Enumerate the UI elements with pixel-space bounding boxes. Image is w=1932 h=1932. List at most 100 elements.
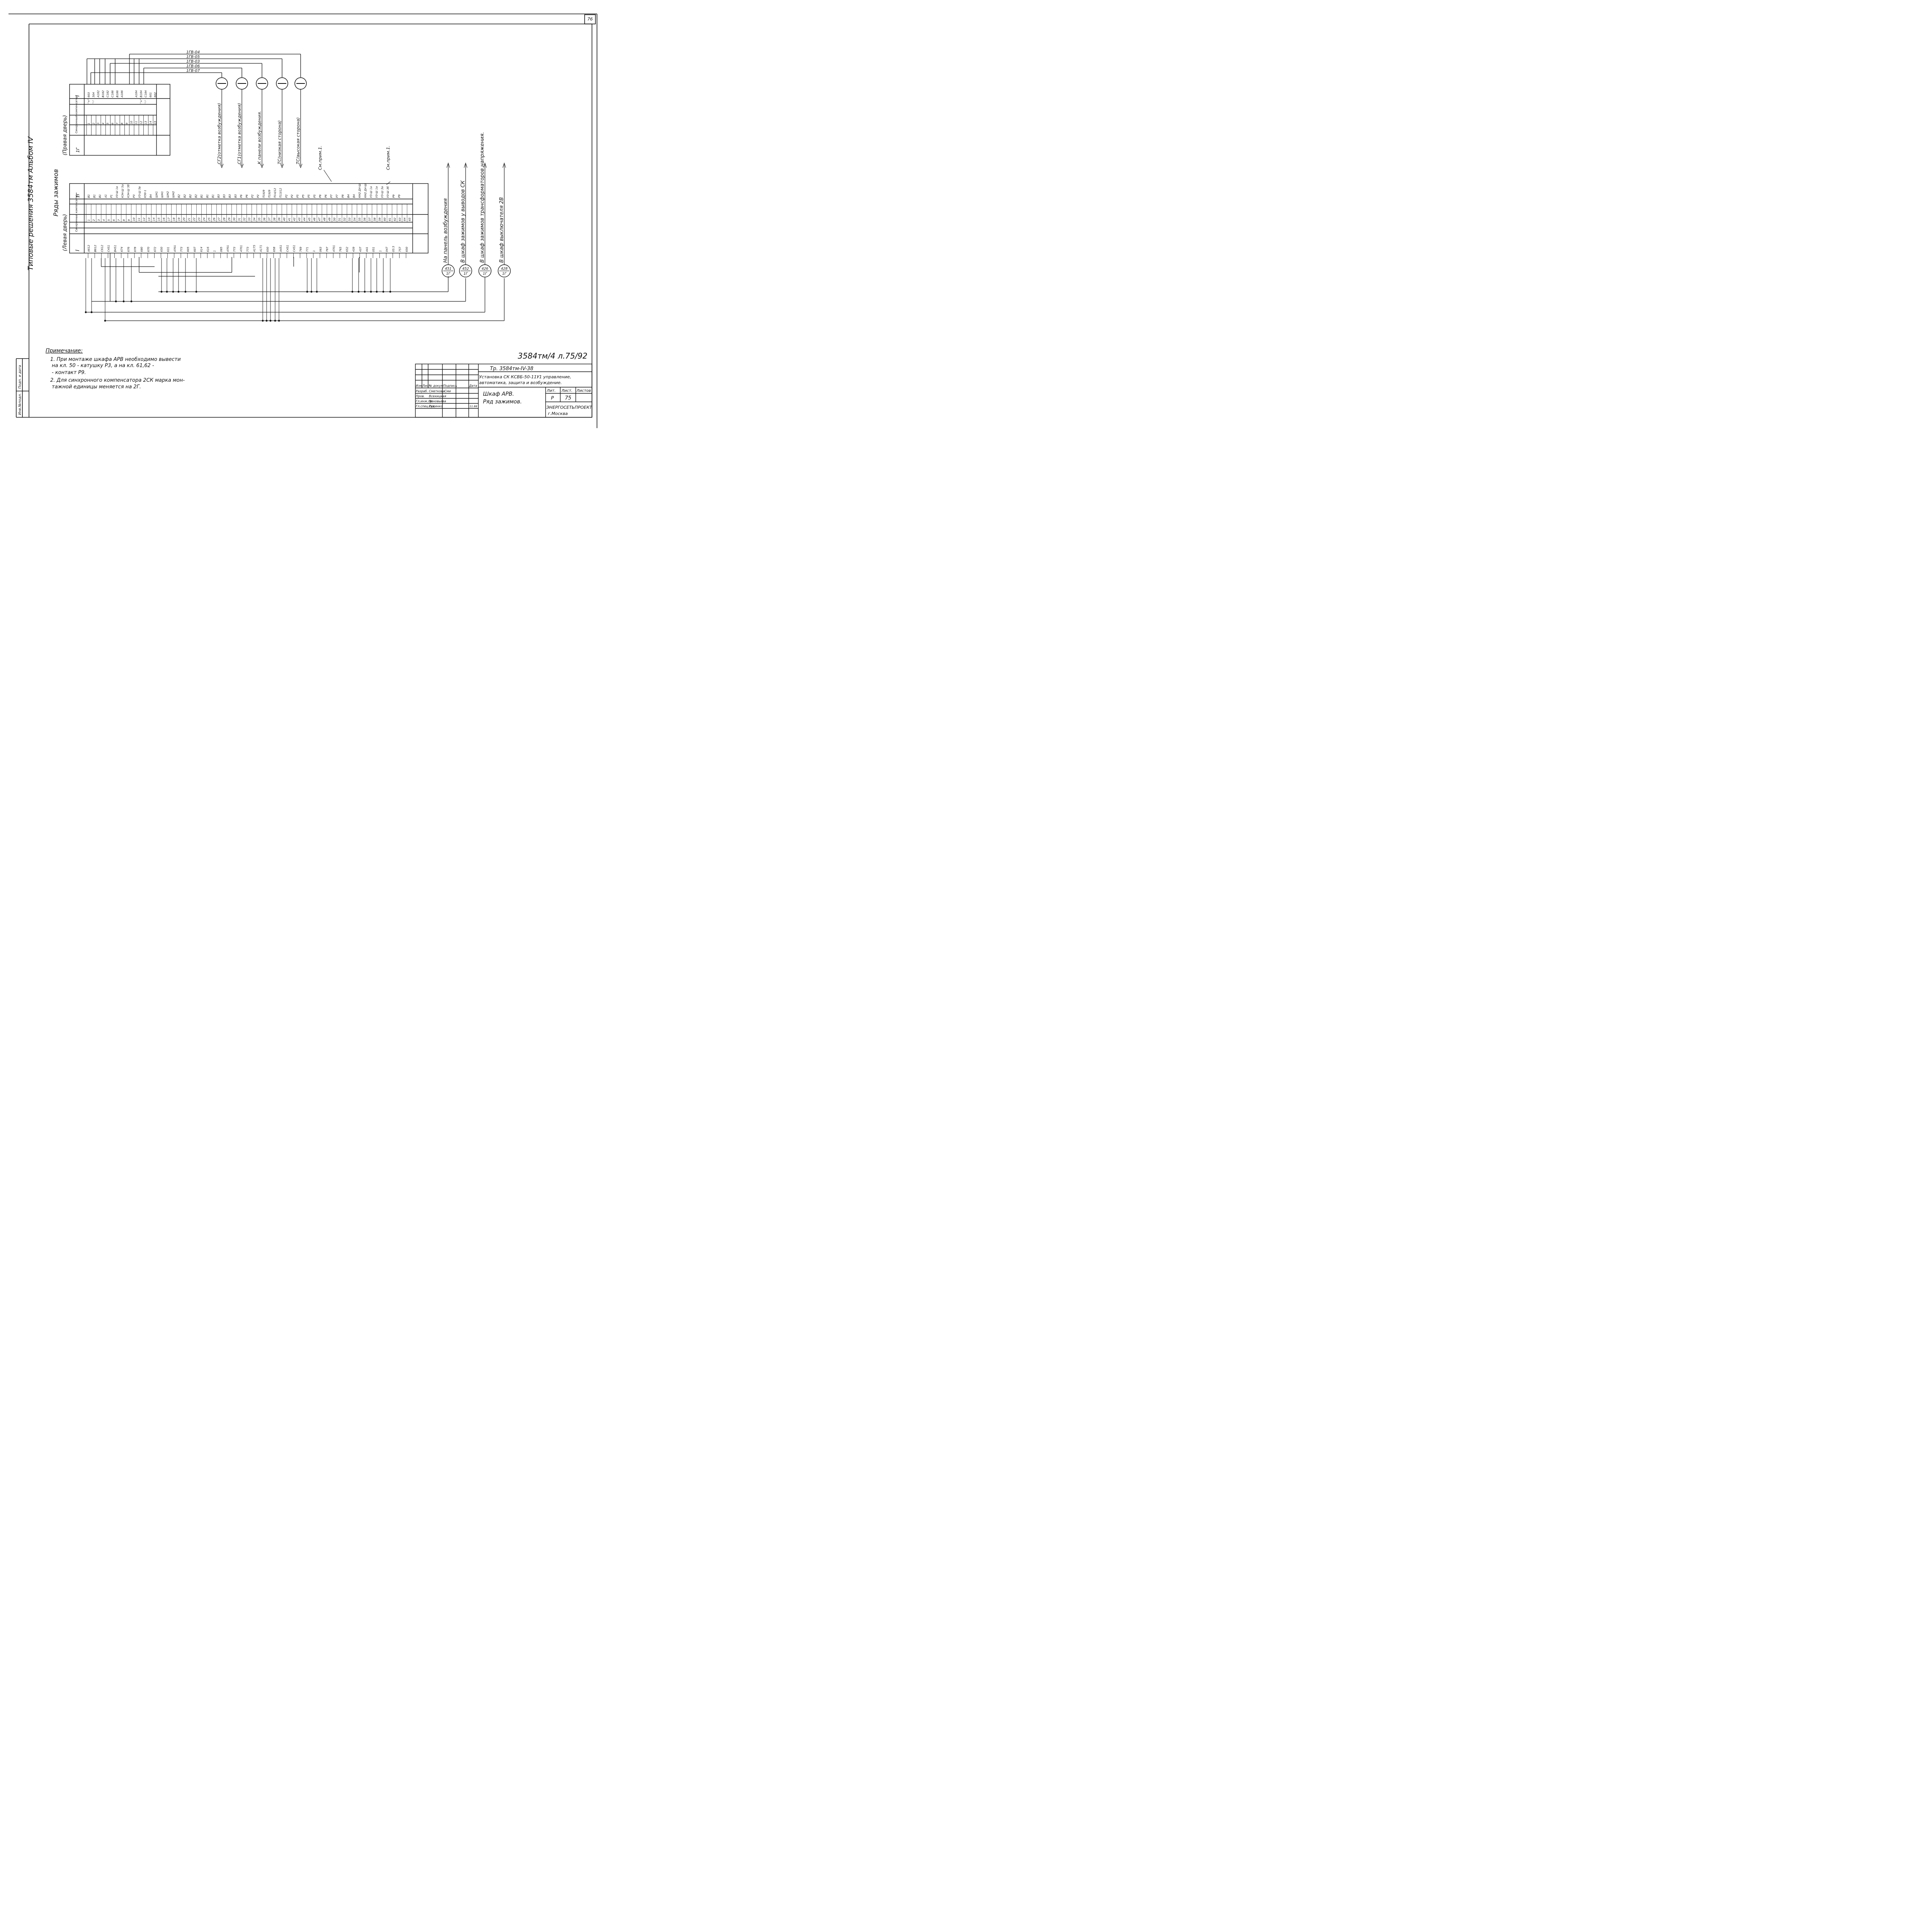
- lower-terminal-number: 45: [308, 218, 311, 221]
- upper-terminal-label: 504: [92, 92, 95, 97]
- lower-terminal-number: 36: [263, 218, 266, 221]
- instrument-label: ТС(высокая сторона): [296, 117, 301, 164]
- junction-dot: [90, 311, 93, 313]
- left-block-caption: (Левая дверь): [62, 214, 68, 251]
- lower-left-label: А451: [279, 245, 282, 252]
- lower-left-label: А171: [260, 245, 263, 252]
- upper-terminal-label: В182: [102, 90, 105, 97]
- lower-terminal-number: 64: [403, 218, 406, 221]
- note-line: - контакт Р9.: [52, 370, 86, 376]
- lower-left-label: 439: [352, 247, 355, 252]
- lower-right-label: В3: [228, 194, 231, 198]
- lower-right-label: К50-1: [144, 190, 147, 198]
- frame-side-label-2: Подп. и дата: [18, 365, 22, 389]
- lower-terminal-number: 58: [373, 218, 376, 221]
- lower-left-label: С451: [286, 245, 289, 252]
- note-line: 1. При монтаже шкафа АРВ необходимо выве…: [50, 357, 181, 362]
- lower-col-left: I: [75, 250, 81, 251]
- lower-terminal-number: 49: [328, 218, 331, 221]
- junction-dot: [351, 291, 354, 293]
- lower-right-label: УЗ-Ш 1а: [116, 186, 119, 198]
- upper-terminal-number: 1: [87, 123, 90, 124]
- lower-terminal-number: 40: [283, 218, 286, 221]
- lower-terminal-number: 41: [288, 218, 291, 221]
- lower-left-label: 672: [153, 247, 156, 252]
- lower-right-label: В2: [183, 194, 186, 198]
- lower-terminal-number: 2: [92, 219, 95, 221]
- upper-terminal-number: 3: [97, 123, 100, 124]
- lower-right-label: УЗ-Ш 3а: [381, 186, 384, 198]
- lower-terminal-number: 42: [293, 218, 296, 221]
- arrow-head: [464, 162, 468, 168]
- junction-dot: [310, 291, 313, 293]
- bus-wire-label: 1ГВ-07: [186, 69, 200, 73]
- polarity-mark: "-": [145, 100, 148, 104]
- lower-right-label: В1: [99, 194, 102, 198]
- lower-right-label: В2: [195, 194, 198, 198]
- lower-right-label: УЗ-Ш 5в: [138, 186, 141, 198]
- lower-left-label: 063: [319, 247, 322, 252]
- lower-terminal-number: 8: [122, 219, 126, 221]
- junction-dot: [172, 291, 174, 293]
- arrow-head: [483, 162, 487, 168]
- arrow-head: [299, 163, 303, 168]
- lower-terminal-number: 51: [338, 218, 341, 221]
- lit-label: Лит.: [546, 389, 556, 393]
- left-block-vertical-title: Ряды зажимов: [52, 169, 60, 216]
- lower-right-label: В3: [217, 194, 220, 198]
- lower-terminal-number: 31: [238, 218, 241, 221]
- note-line: 2. Для синхронного компенсатора 2СК марк…: [50, 378, 185, 383]
- lower-right-label: Р7: [330, 194, 333, 198]
- handwritten-ref: 3584тм/4 л.75/92: [518, 351, 587, 361]
- junction-dot: [262, 320, 264, 322]
- lower-right-label: Р2: [291, 194, 294, 198]
- title-block-header: Изм: [416, 384, 422, 388]
- lower-terminal-number: 6: [112, 219, 116, 221]
- lower-terminal-number: 65: [408, 218, 412, 221]
- junction-dot: [265, 320, 268, 322]
- arrow-head: [502, 162, 506, 168]
- item-line-1: Шкаф АРВ.: [483, 391, 514, 397]
- lower-right-label: П16/9: [268, 189, 271, 198]
- upper-terminal-label: А184: [135, 90, 138, 98]
- sheet-label: Лист.: [561, 389, 573, 393]
- lower-terminal-number: 29: [228, 218, 231, 221]
- lower-right-label: Р5: [296, 194, 299, 198]
- upper-terminal-label: А186: [121, 90, 124, 98]
- lower-left-label: 614: [200, 247, 203, 252]
- corner-number: 76: [587, 17, 593, 22]
- upper-terminal-number: 4: [102, 123, 105, 124]
- upper-terminal-number: 5: [106, 122, 109, 124]
- lower-terminal-number: 35: [258, 218, 261, 221]
- lower-right-label: ШН2: [167, 191, 170, 198]
- instrument-label: СГ2(отметка возбуждения): [217, 103, 222, 164]
- junction-dot: [160, 291, 163, 293]
- lower-terminal-number: 27: [218, 218, 221, 221]
- lower-terminal-number: 14: [153, 218, 156, 221]
- bus-wire-label: 1ГВ-03: [186, 60, 200, 64]
- lower-right-label: Р5: [313, 194, 316, 198]
- lower-terminal-number: 24: [203, 218, 206, 221]
- upper-terminal-label: В184: [139, 90, 143, 97]
- lower-terminal-number: 61: [388, 218, 391, 221]
- sheet-frame: [9, 14, 597, 428]
- lower-terminal-number: 9: [128, 219, 131, 221]
- lower-left-label: 650: [266, 247, 269, 252]
- destination-text: В шкаф зажимов у выводов СК: [460, 180, 466, 263]
- title-block-header: № докум.: [429, 384, 444, 388]
- org-line-1: ЭНЕРГОСЕТЬПРОЕКТ: [546, 405, 593, 410]
- upper-terminal-label: В186: [116, 90, 119, 97]
- destination-top: 452: [462, 267, 469, 271]
- lower-terminal-number: 7: [117, 219, 121, 221]
- title-block-name: Сметкова: [429, 389, 445, 393]
- junction-dot: [316, 291, 318, 293]
- upper-terminal-label: 603: [87, 92, 90, 97]
- lower-left-label: 773: [180, 247, 183, 252]
- junction-dot: [166, 291, 168, 293]
- lower-right-label: Р9: [392, 194, 395, 198]
- lower-left-label: 607: [193, 247, 196, 252]
- lower-terminal-number: 13: [148, 218, 151, 221]
- lower-right-label: ШН2: [172, 191, 175, 198]
- lower-right-label: Р9: [398, 194, 401, 198]
- lower-right-label: А1: [104, 194, 107, 198]
